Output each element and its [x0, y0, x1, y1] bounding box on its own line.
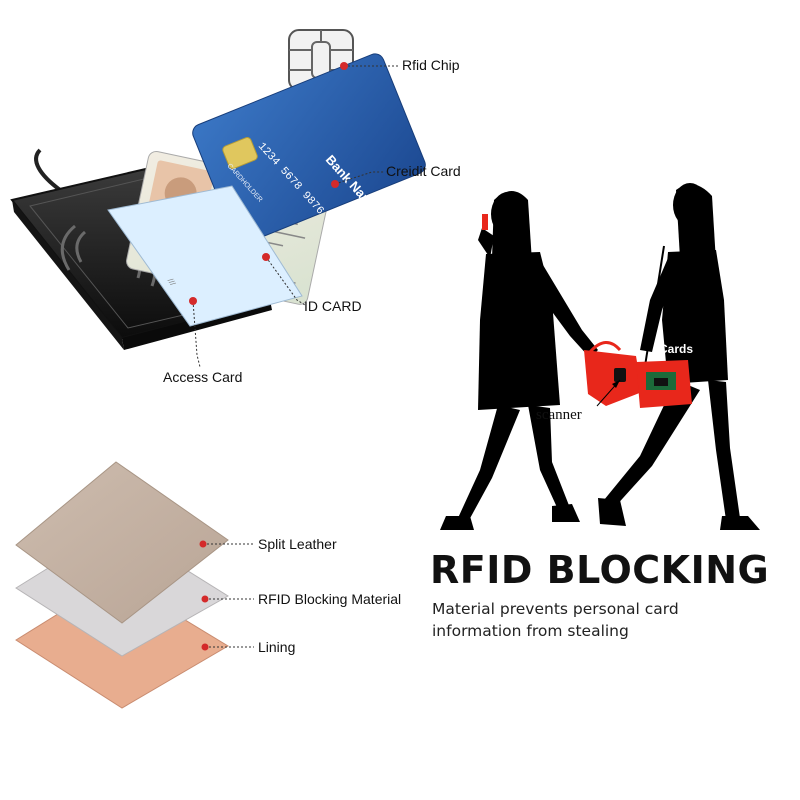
pointer-dot [262, 253, 270, 261]
reader-cable [34, 148, 62, 192]
thief-silhouette [440, 191, 598, 530]
pointer-dot [331, 180, 339, 188]
pointer-dot [340, 62, 348, 70]
leather-layer [15, 461, 229, 624]
label-credit-card: Creidit Card [386, 163, 461, 179]
label-id-card: ID CARD [304, 298, 362, 314]
label-access-card: Access Card [163, 369, 243, 385]
victim-silhouette [598, 183, 760, 530]
material-layers [15, 461, 229, 709]
credit-card [192, 53, 426, 245]
victim-bag [636, 360, 692, 408]
phone [482, 214, 488, 230]
label-rfid-blocking-material: RFID Blocking Material [258, 591, 402, 607]
pointer-dot [189, 297, 197, 305]
label-rfid-chip: Rfid Chip [402, 57, 460, 73]
svg-text:///: /// [166, 277, 177, 288]
scanner-device [614, 368, 626, 382]
headline-title: RFID BLOCKING [430, 548, 770, 592]
headline-subtitle-line2: information from stealing [432, 622, 629, 640]
pointer-dot [199, 540, 207, 548]
label-scanner: scanner [536, 407, 582, 423]
label-cards: Cards [659, 342, 694, 356]
scanner-bag [584, 341, 642, 406]
access-card: /// [107, 185, 303, 327]
label-lining: Lining [258, 639, 296, 655]
headline-subtitle-line1: Material prevents personal card [432, 600, 679, 618]
leader-lines-top [192, 65, 398, 368]
pointer-dots-top [189, 62, 348, 305]
pointer-dot [201, 643, 209, 651]
card-chip [222, 137, 258, 170]
pointer-dots-bottom [199, 540, 209, 651]
pointer-dot [201, 595, 209, 603]
leader-lines-bottom [203, 543, 254, 648]
label-split-leather: Split Leather [258, 536, 337, 552]
